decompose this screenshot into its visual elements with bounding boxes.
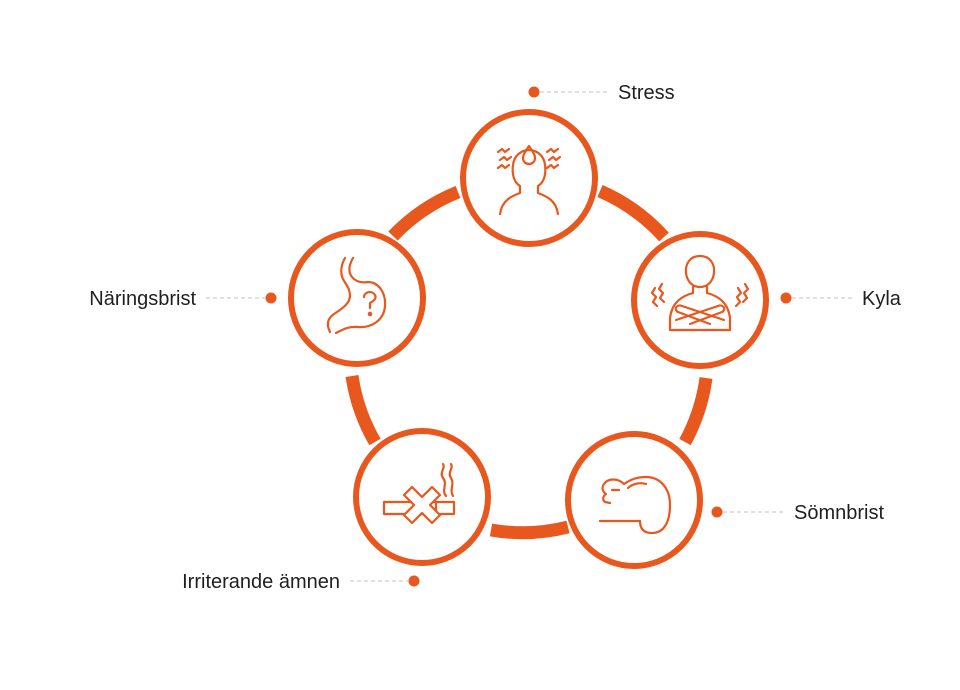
node-naringsbrist [288,229,426,367]
factor-label-irriterande: Irriterande ämnen [182,571,340,593]
stressed-person-icon [496,144,562,216]
ring-arc-naringsbrist-stress [388,185,461,241]
ring-arc-somnbrist-irriterande [489,520,570,540]
stomach-question-icon [326,256,387,335]
ring-arc-irriterande-naringsbrist [345,374,381,446]
factor-label-stress: Stress [618,82,675,104]
label-somnbrist: Sömnbrist [711,502,884,524]
shivering-person-icon [650,254,750,332]
label-naringsbrist: Näringsbrist [89,288,277,310]
sleeping-head-icon [598,475,672,535]
label-dot [780,292,792,304]
label-dot [711,506,723,518]
node-irriterande [353,428,491,566]
factor-label-somnbrist: Sömnbrist [794,502,884,524]
ring-arc-stress-kyla [597,185,669,242]
label-dot [528,86,540,98]
ring-arc-kyla-somnbrist [679,377,713,446]
node-kyla [631,231,769,369]
label-dot [265,292,277,304]
label-stress: Stress [528,82,675,104]
factor-label-kyla: Kyla [862,288,902,310]
label-irriterande: Irriterande ämnen [182,571,420,593]
label-kyla: Kyla [780,288,902,310]
no-smoking-icon [382,462,456,525]
connector-ring [345,185,713,540]
node-stress [460,109,598,247]
node-somnbrist [565,431,703,569]
factor-label-naringsbrist: Näringsbrist [89,288,196,310]
label-dot [408,575,420,587]
